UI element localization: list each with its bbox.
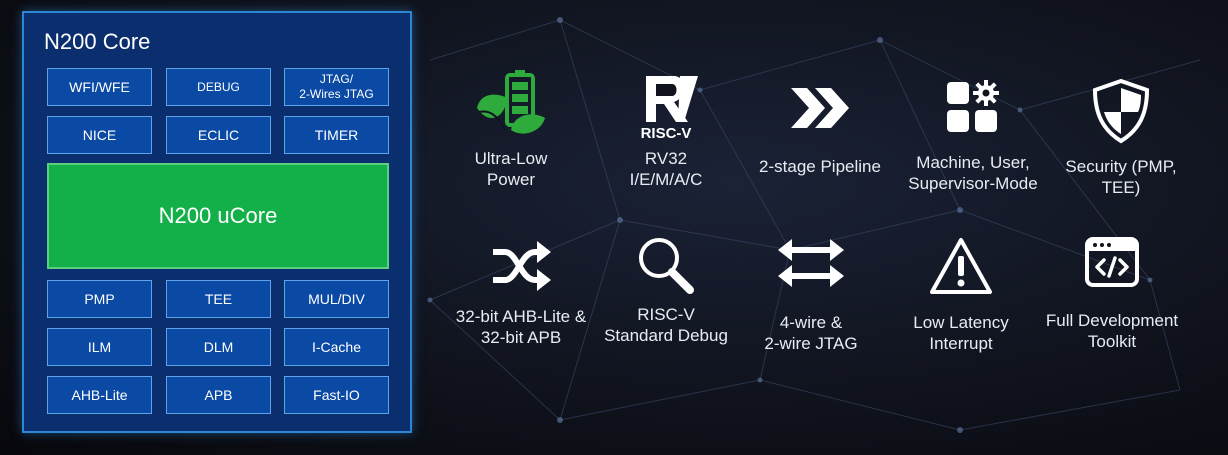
feature-security: Security (PMP, TEE) — [1046, 78, 1196, 198]
feature-dev-toolkit: Full Development Toolkit — [1037, 236, 1187, 352]
code-window-icon — [1085, 237, 1139, 287]
block-tee: TEE — [166, 280, 271, 318]
block-mul-div: MUL/DIV — [284, 280, 389, 318]
feature-label: 4-wire & 2-wire JTAG — [764, 313, 858, 353]
feature-rv32: RISC-V RV32 I/E/M/A/C — [591, 72, 741, 190]
double-chevron-icon — [791, 88, 849, 128]
feature-jtag: 4-wire & 2-wire JTAG — [736, 236, 886, 354]
bidirectional-arrows-icon — [778, 239, 844, 287]
block-apb: APB — [166, 376, 271, 414]
core-title: N200 Core — [44, 29, 151, 54]
feature-standard-debug: RISC-V Standard Debug — [591, 234, 741, 346]
feature-label: RISC-V Standard Debug — [604, 305, 728, 345]
warning-triangle-icon — [930, 238, 992, 294]
app-grid-gear-icon — [947, 80, 999, 132]
battery-leaf-icon — [477, 70, 545, 134]
risc-v-logo-icon: RISC-V — [641, 76, 698, 140]
feature-label: Low Latency Interrupt — [913, 313, 1009, 353]
feature-label: Machine, User, Supervisor-Mode — [908, 153, 1038, 193]
feature-label: 32-bit AHB-Lite & 32-bit APB — [455, 307, 587, 347]
feature-low-latency-interrupt: Low Latency Interrupt — [886, 236, 1036, 354]
magnifier-icon — [639, 238, 694, 294]
block-icache: I-Cache — [284, 328, 389, 366]
feature-2-stage-pipeline: 2-stage Pipeline — [745, 80, 895, 177]
feature-label: Full Development Toolkit — [1045, 311, 1179, 351]
block-ahb-lite: AHB-Lite — [47, 376, 152, 414]
shuffle-arrows-icon — [493, 241, 551, 291]
ucore-block: N200 uCore — [47, 163, 389, 269]
block-wfi-wfe: WFI/WFE — [47, 68, 152, 106]
block-dlm: DLM — [166, 328, 271, 366]
block-fast-io: Fast-IO — [284, 376, 389, 414]
feature-ahb-apb: 32-bit AHB-Lite & 32-bit APB — [446, 238, 596, 348]
block-debug: DEBUG — [166, 68, 271, 106]
feature-label: RV32 I/E/M/A/C — [629, 149, 703, 189]
block-pmp: PMP — [47, 280, 152, 318]
shield-icon — [1092, 78, 1150, 144]
feature-label: Ultra-Low Power — [474, 149, 548, 189]
block-jtag: JTAG/ 2-Wires JTAG — [284, 68, 389, 106]
block-nice: NICE — [47, 116, 152, 154]
feature-ultra-low-power: Ultra-Low Power — [436, 68, 586, 190]
block-eclic: ECLIC — [166, 116, 271, 154]
feature-label: Security (PMP, TEE) — [1065, 157, 1177, 197]
n200-core-diagram: N200 Core WFI/WFE DEBUG JTAG/ 2-Wires JT… — [22, 11, 412, 433]
block-timer: TIMER — [284, 116, 389, 154]
feature-label: 2-stage Pipeline — [759, 157, 881, 176]
risc-v-logo-text: RISC-V — [641, 125, 692, 140]
feature-privilege-modes: Machine, User, Supervisor-Mode — [898, 78, 1048, 194]
block-ilm: ILM — [47, 328, 152, 366]
